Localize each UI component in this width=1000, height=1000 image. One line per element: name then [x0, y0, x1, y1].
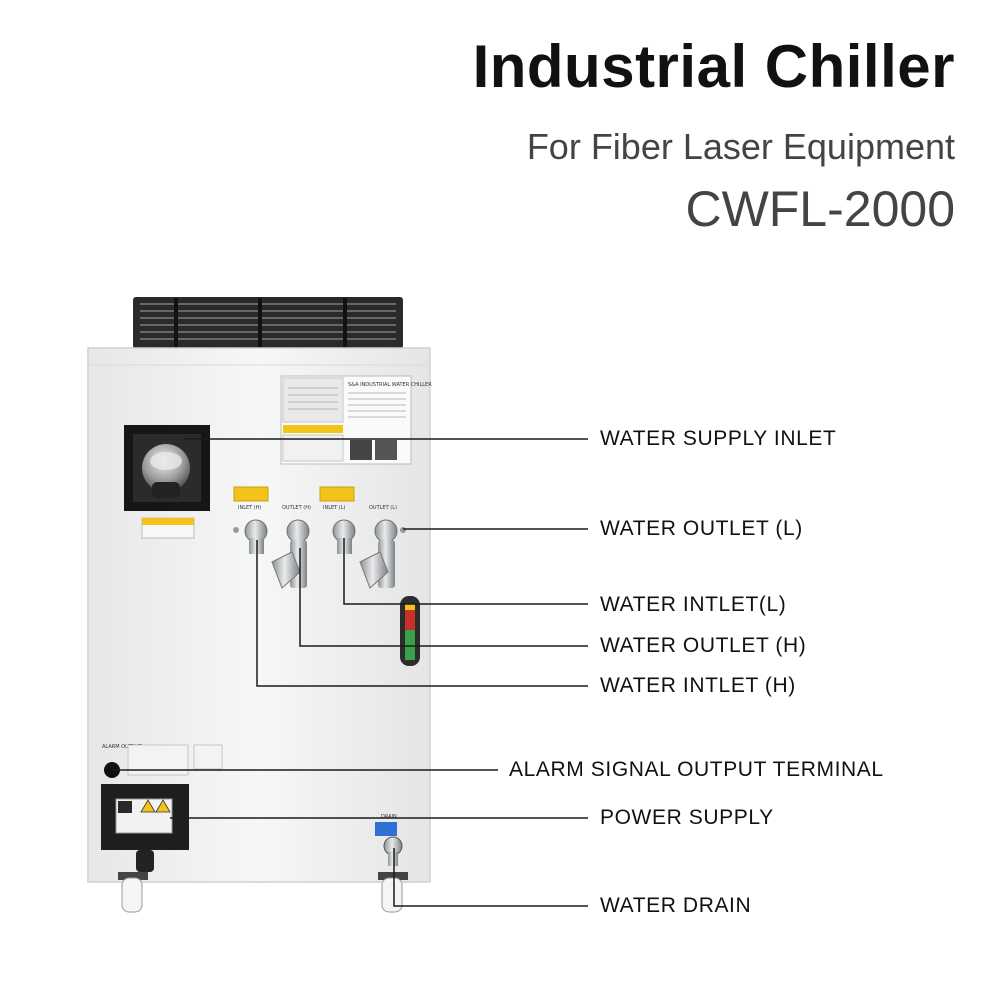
alarm-output-label: ALARM OUTPUT [102, 744, 142, 750]
callout-water-outlet-h: WATER OUTLET (H) [600, 634, 807, 657]
outlet-l-label: OUTLET (L) [369, 505, 397, 511]
model-number: CWFL-2000 [685, 181, 955, 237]
callout-alarm-signal-output-terminal: ALARM SIGNAL OUTPUT TERMINAL [509, 758, 884, 781]
warning-stickers [141, 486, 355, 539]
page-title: Industrial Chiller [472, 33, 955, 100]
callout-power-supply: POWER SUPPLY [600, 806, 774, 829]
drain-label: DRAIN [381, 814, 397, 820]
callout-water-supply-inlet: WATER SUPPLY INLET [600, 427, 837, 450]
pipe-fittings [233, 519, 406, 589]
brand-plate-text: S&A INDUSTRIAL WATER CHILLER [348, 382, 432, 388]
inlet-l-label: INLET (L) [323, 505, 346, 511]
water-level-gauge [400, 596, 420, 666]
inlet-h-label: INLET (H) [238, 505, 262, 511]
spec-plate: S&A INDUSTRIAL WATER CHILLER [280, 375, 432, 465]
leader-lines [112, 438, 588, 907]
fan-guard [133, 297, 403, 349]
outlet-h-label: OUTLET (H) [282, 505, 311, 511]
page-subtitle: For Fiber Laser Equipment [526, 126, 955, 167]
callout-water-outlet-l: WATER OUTLET (L) [600, 517, 803, 540]
drain-valve: DRAIN [375, 814, 403, 866]
callout-water-intlet-h: WATER INTLET (H) [600, 674, 796, 697]
callout-water-intlet-l: WATER INTLET(L) [600, 593, 787, 616]
power-supply-box [101, 784, 189, 872]
water-supply-inlet-port [124, 425, 210, 511]
casters [118, 872, 408, 913]
callout-water-drain: WATER DRAIN [600, 894, 752, 917]
